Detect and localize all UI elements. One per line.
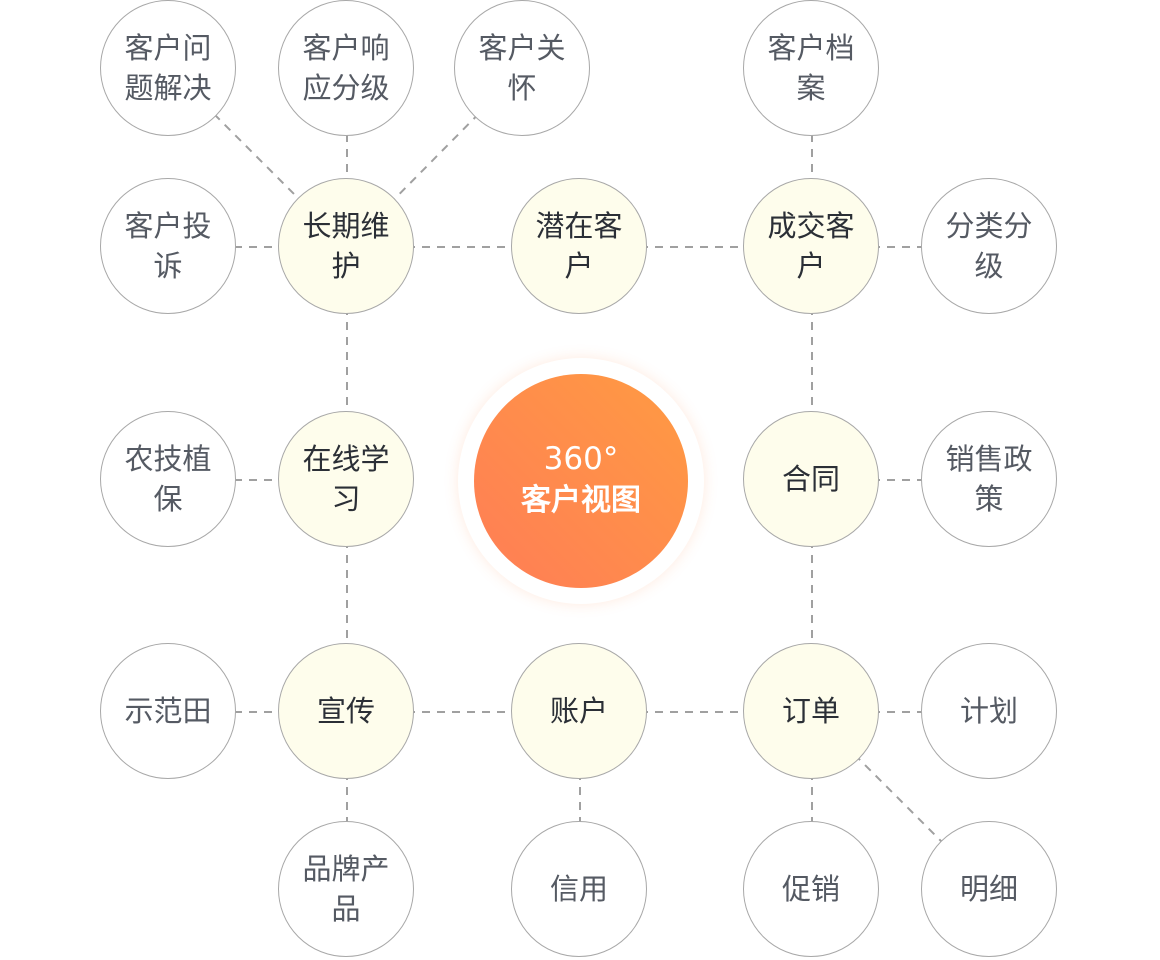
node-label: 促销 [781, 872, 840, 906]
node-label: 成交客户 [767, 209, 855, 283]
edge [168, 68, 348, 248]
node-online-learning[interactable]: 在线学习 [278, 411, 414, 547]
node-label: 分类分级 [945, 209, 1033, 283]
node-sales-policy[interactable]: 销售政策 [921, 411, 1057, 547]
node-label: 订单 [781, 694, 840, 728]
node-classification[interactable]: 分类分级 [921, 178, 1057, 314]
node-complaint[interactable]: 客户投诉 [100, 178, 236, 314]
node-detail[interactable]: 明细 [921, 821, 1057, 957]
node-promotion[interactable]: 宣传 [278, 643, 414, 779]
node-closed-customer[interactable]: 成交客户 [743, 178, 879, 314]
node-label: 明细 [959, 872, 1018, 906]
node-credit[interactable]: 信用 [511, 821, 647, 957]
node-customer-care[interactable]: 客户关怀 [454, 0, 590, 136]
node-long-term-maintenance[interactable]: 长期维护 [278, 178, 414, 314]
node-label: 销售政策 [945, 442, 1033, 516]
node-label: 客户问题解决 [124, 31, 212, 105]
node-label: 潜在客户 [535, 209, 623, 283]
node-label: 品牌产品 [302, 852, 390, 926]
node-label: 信用 [549, 872, 608, 906]
node-label: 长期维护 [302, 209, 390, 283]
node-label: 合同 [781, 462, 840, 496]
node-label: 宣传 [316, 694, 375, 728]
edge [346, 68, 524, 248]
node-potential-customer[interactable]: 潜在客户 [511, 178, 647, 314]
node-label: 示范田 [124, 694, 212, 728]
node-response-level[interactable]: 客户响应分级 [278, 0, 414, 136]
node-order[interactable]: 订单 [743, 643, 879, 779]
node-label: 客户档案 [767, 31, 855, 105]
node-label: 在线学习 [302, 442, 390, 516]
node-label: 账户 [549, 694, 608, 728]
edge [811, 711, 991, 891]
node-agritech[interactable]: 农技植保 [100, 411, 236, 547]
node-label: 客户投诉 [124, 209, 212, 283]
node-customer-archive[interactable]: 客户档案 [743, 0, 879, 136]
node-account[interactable]: 账户 [511, 643, 647, 779]
node-label: 客户响应分级 [302, 31, 390, 105]
node-brand-product[interactable]: 品牌产品 [278, 821, 414, 957]
node-label: 计划 [959, 694, 1018, 728]
node-sales-promotion[interactable]: 促销 [743, 821, 879, 957]
node-demo-field[interactable]: 示范田 [100, 643, 236, 779]
node-label: 客户关怀 [478, 31, 566, 105]
node-plan[interactable]: 计划 [921, 643, 1057, 779]
center-title-view: 客户视图 [521, 483, 641, 518]
node-contract[interactable]: 合同 [743, 411, 879, 547]
center-title-360: 360° [543, 441, 619, 477]
node-label: 农技植保 [124, 442, 212, 516]
center-node-customer-360[interactable]: 360° 客户视图 [474, 374, 688, 588]
node-customer-problem[interactable]: 客户问题解决 [100, 0, 236, 136]
